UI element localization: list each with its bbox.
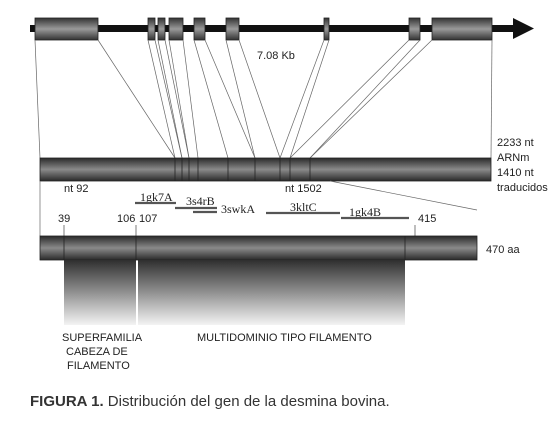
nt-end-label: nt 1502 xyxy=(285,183,322,195)
structure-1gk4B: 1gk4B xyxy=(349,205,381,219)
structure-3s4rB: 3s4rB xyxy=(186,194,215,208)
gene-exons xyxy=(34,17,493,41)
protein-bar xyxy=(39,235,478,261)
rod-domain-label: MULTIDOMINIO TIPO FILAMENTO xyxy=(197,332,372,344)
structure-3swkA: 3swkA xyxy=(221,202,255,216)
figure-caption: FIGURA 1. Distribución del gen de la des… xyxy=(30,393,390,410)
pos-107: 107 xyxy=(139,213,157,225)
caption-label: FIGURA 1. xyxy=(30,393,104,410)
structure-1gk7A: 1gk7A xyxy=(140,190,173,204)
exon-4 xyxy=(168,17,184,41)
exon-5 xyxy=(193,17,206,41)
translation-connectors xyxy=(39,180,478,236)
head-domain-line-1: SUPERFAMILIA xyxy=(62,332,143,344)
caption-text: Distribución del gen de la desmina bovin… xyxy=(107,393,390,410)
structure-templates: 1gk7A 3s4rB 3swkA 3kltC 1gk4B xyxy=(135,190,409,220)
head-domain-line-2: CABEZA DE xyxy=(66,346,128,358)
gene-scale-label: 7.08 Kb xyxy=(257,50,295,62)
pos-415: 415 xyxy=(418,213,436,225)
exon-7 xyxy=(323,17,330,41)
mrna-bar xyxy=(39,157,492,182)
exon-connectors xyxy=(34,39,493,159)
pos-106: 106 xyxy=(117,213,135,225)
structure-3kltC: 3kltC xyxy=(290,200,317,214)
exon-8 xyxy=(408,17,421,41)
exon-6 xyxy=(225,17,240,41)
mrna-label-3: 1410 nt xyxy=(497,167,534,179)
rod-domain-block xyxy=(138,260,405,325)
protein-length-label: 470 aa xyxy=(486,244,521,256)
nt-start-label: nt 92 xyxy=(64,183,88,195)
pos-39: 39 xyxy=(58,213,70,225)
exon-2 xyxy=(147,17,156,41)
exon-1 xyxy=(34,17,99,41)
mrna-label-4: traducidos xyxy=(497,182,548,194)
exon-9 xyxy=(431,17,493,41)
gene-axis xyxy=(30,18,534,39)
desmin-gene-diagram: 7.08 Kb 2 xyxy=(30,17,548,372)
head-domain-line-3: FILAMENTO xyxy=(67,360,130,372)
exon-3 xyxy=(157,17,166,41)
head-domain-block xyxy=(64,260,136,325)
mrna-label-2: ARNm xyxy=(497,152,529,164)
mrna-label-1: 2233 nt xyxy=(497,137,534,149)
